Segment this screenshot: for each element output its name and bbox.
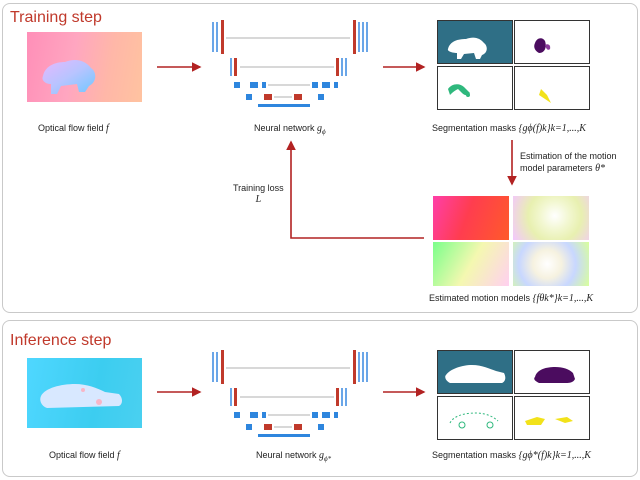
inference-flow-image (27, 358, 142, 428)
inference-input-caption: Optical flow field f (49, 450, 120, 461)
yellow-car-icon (525, 417, 573, 425)
motion-model-4 (513, 242, 589, 286)
training-loss-label: Training loss L (233, 183, 284, 205)
motion-model-1 (433, 196, 509, 240)
car-mask-icon (445, 365, 506, 383)
training-input-caption: Optical flow field f (38, 123, 109, 134)
bear-silhouette-icon (42, 60, 96, 94)
training-mask-1 (437, 20, 513, 64)
motion-model-3 (433, 242, 509, 286)
training-title: Training step (10, 9, 102, 26)
inference-mask-3 (437, 396, 513, 440)
motion-models-caption: Estimated motion models {fθk*}k=1,...,K (429, 293, 594, 304)
inference-network-caption: Neural network gϕ* (256, 450, 332, 463)
green-outline-icon (449, 412, 499, 429)
purple-car-icon (534, 367, 575, 383)
training-mask-2 (514, 20, 590, 64)
training-masks-caption: Segmentation masks {gϕ(f)k}k=1,...,K (432, 123, 586, 134)
estimation-label: Estimation of the motion model parameter… (520, 151, 617, 174)
training-mask-4 (514, 66, 590, 110)
bear-mask-icon (447, 37, 487, 59)
inference-title: Inference step (10, 332, 112, 349)
inference-masks-caption: Segmentation masks {gϕ*(f)k}k=1,...,K (432, 450, 591, 461)
inference-mask-4 (514, 396, 590, 440)
inference-mask-1 (437, 350, 513, 394)
motion-model-2 (513, 196, 589, 240)
car-silhouette-icon (40, 384, 122, 408)
training-flow-image (27, 32, 142, 102)
training-network-caption: Neural network gϕ (254, 123, 326, 136)
training-mask-3 (437, 66, 513, 110)
green-blob-icon (448, 84, 470, 97)
yellow-blob-icon (539, 89, 551, 103)
inference-mask-2 (514, 350, 590, 394)
purple-blob-icon (534, 38, 551, 53)
